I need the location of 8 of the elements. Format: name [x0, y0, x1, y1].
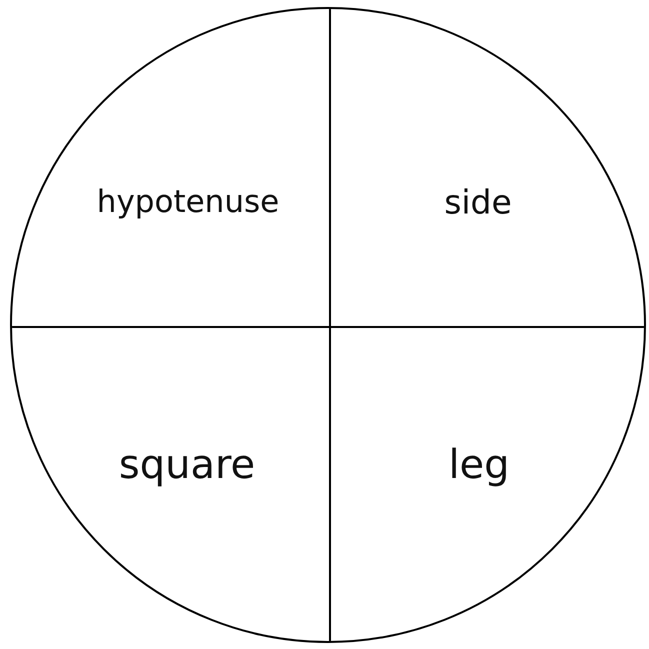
- quadrant: [330, 9, 644, 327]
- quadrant-label: hypotenuse: [96, 184, 280, 220]
- quadrant: [330, 327, 644, 641]
- quadrant: [12, 327, 330, 641]
- quadrant-label: leg: [448, 442, 510, 488]
- quadrant: [12, 9, 330, 327]
- quadrant-label: square: [118, 442, 256, 488]
- quadrant-label: side: [444, 182, 512, 222]
